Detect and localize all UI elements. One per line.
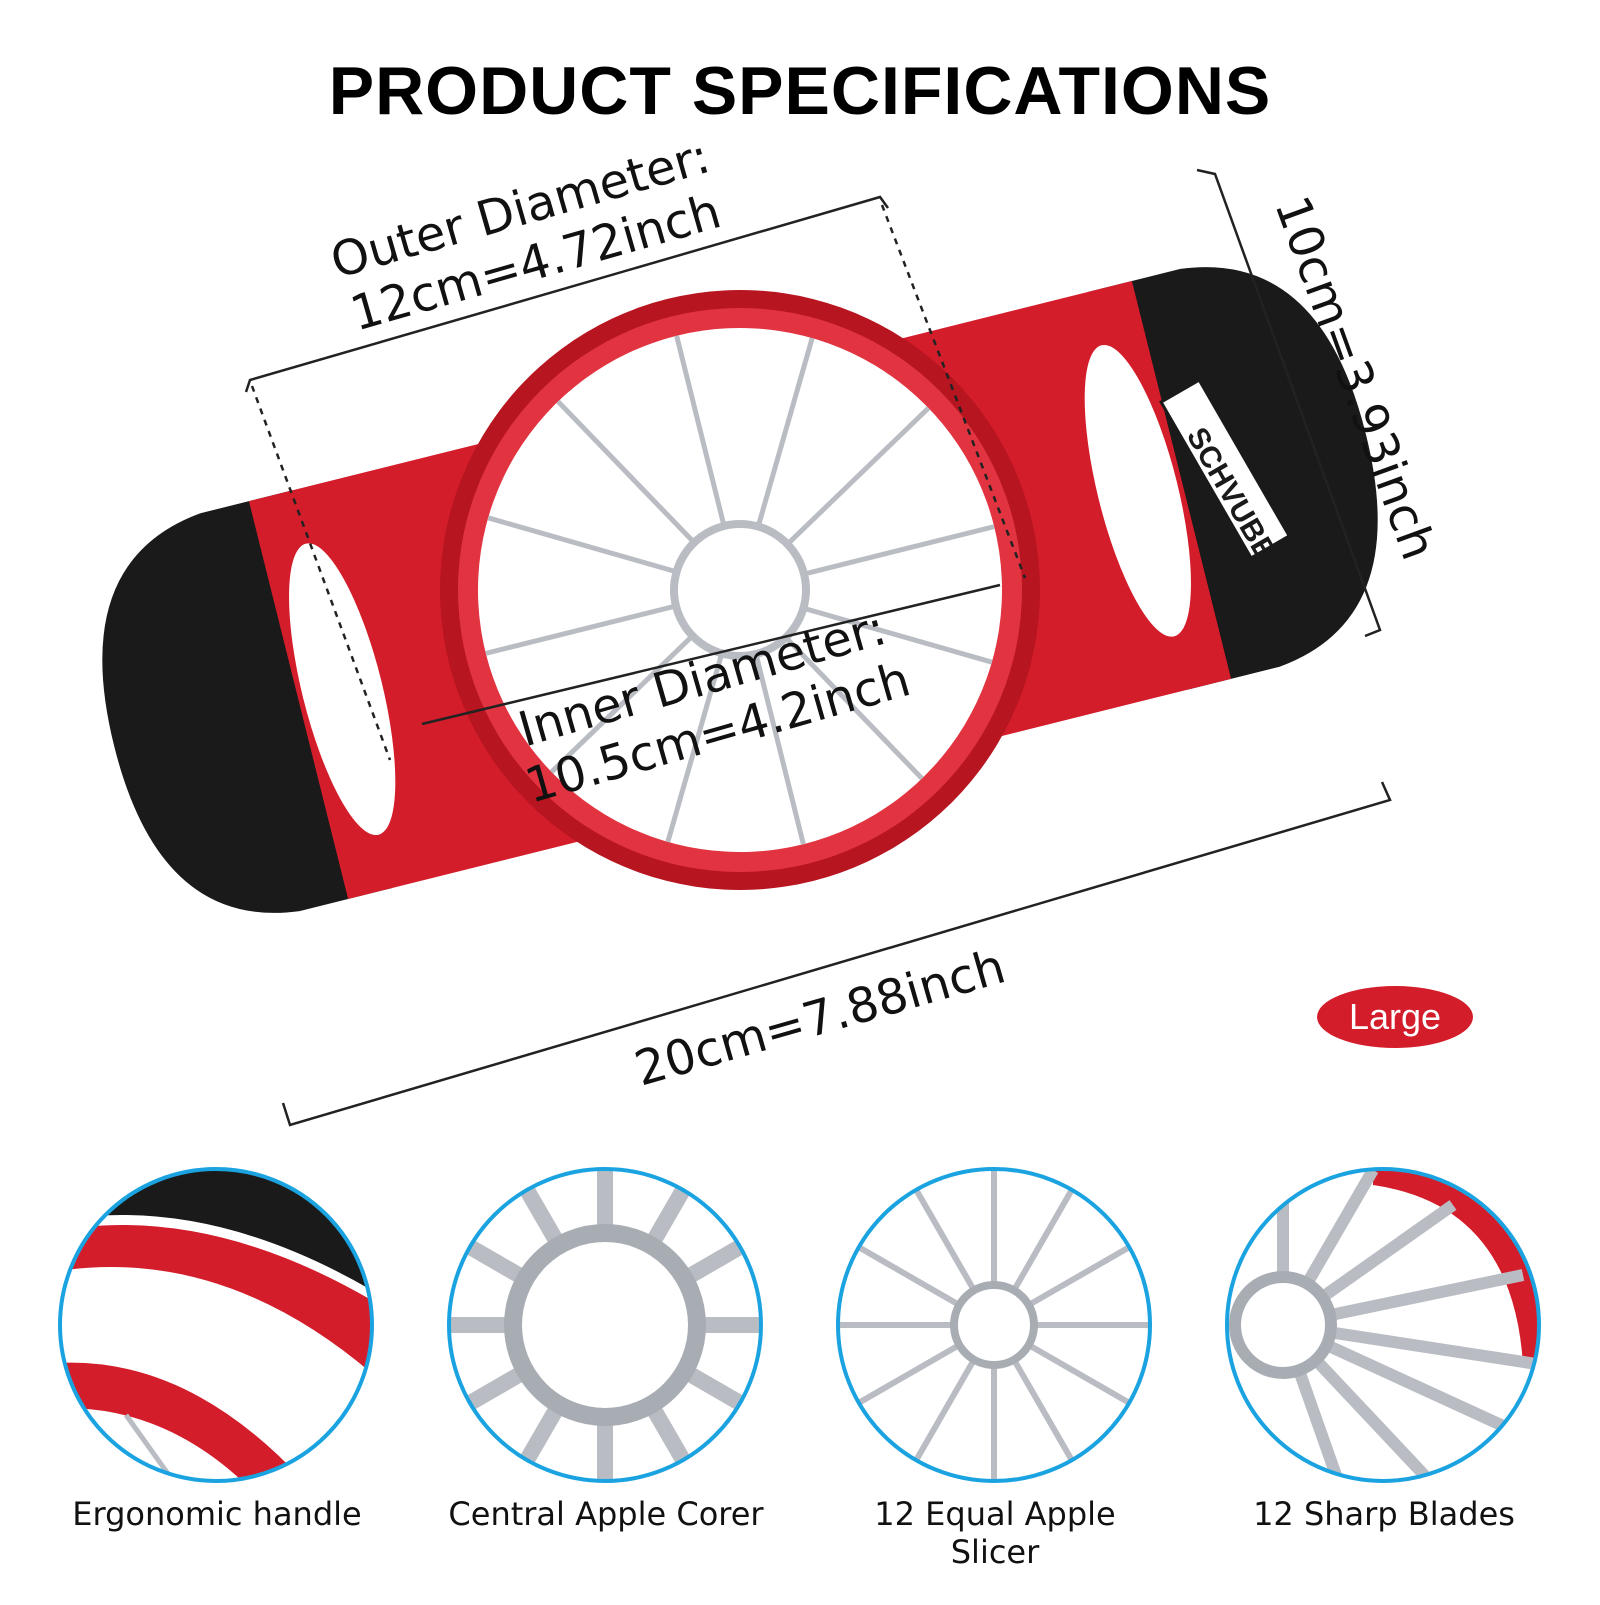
- feature-equal-slicer: 12 Equal Apple Slicer: [825, 1165, 1165, 1605]
- feature-central-corer: Central Apple Corer: [436, 1165, 776, 1605]
- size-badge: Large: [1317, 986, 1473, 1048]
- dimension-lines: [244, 168, 1392, 1127]
- feature-caption: Central Apple Corer: [448, 1495, 764, 1533]
- feature-caption: 12 Equal Apple Slicer: [874, 1495, 1116, 1571]
- feature-sharp-blades: 12 Sharp Blades: [1214, 1165, 1554, 1605]
- corer-ring: [670, 520, 810, 660]
- feature-caption: Ergonomic handle: [72, 1495, 362, 1533]
- corer-closeup-icon: [447, 1167, 763, 1483]
- page-title: PRODUCT SPECIFICATIONS: [328, 53, 1272, 129]
- handle-closeup-icon: [58, 1167, 374, 1483]
- blades-closeup-icon: [1225, 1167, 1541, 1483]
- feature-ergonomic-handle: Ergonomic handle: [47, 1165, 387, 1605]
- left-handle: [102, 490, 392, 913]
- slicer-closeup-icon: [836, 1167, 1152, 1483]
- apple-slicer: [102, 267, 1378, 913]
- feature-caption: 12 Sharp Blades: [1253, 1495, 1515, 1533]
